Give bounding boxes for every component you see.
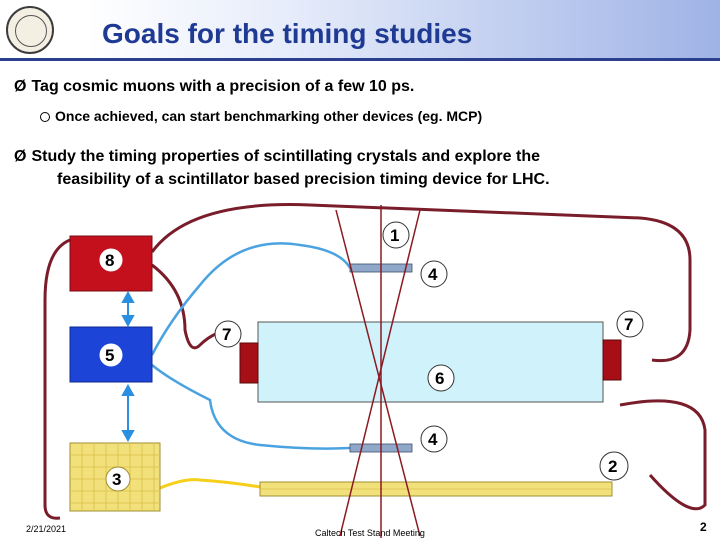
- label-bg-3: [105, 466, 131, 492]
- pmt-left: [239, 342, 259, 384]
- sub-bullet-1-text: Once achieved, can start benchmarking ot…: [55, 108, 483, 124]
- header-rule: [0, 58, 720, 61]
- slide-title: Goals for the timing studies: [102, 18, 473, 49]
- label-7-right: 7: [624, 315, 633, 334]
- label-6: 6: [435, 369, 444, 388]
- label-bg-5: [98, 342, 124, 368]
- label-bg-8: [98, 247, 124, 273]
- blue-cable-bottom: [151, 364, 351, 450]
- sub-bullet-1: Once achieved, can start benchmarking ot…: [40, 108, 482, 124]
- label-4-upper: 4: [428, 265, 438, 284]
- cable-left-loop: [43, 238, 71, 520]
- bullet-2-cont: feasibility of a scintillator based prec…: [57, 171, 550, 189]
- label-5: 5: [105, 346, 114, 365]
- label-4-lower: 4: [428, 430, 438, 449]
- bullet-2-line-2: feasibility of a scintillator based prec…: [57, 171, 550, 188]
- label-1: 1: [390, 226, 399, 245]
- muon-tracks: [335, 205, 421, 538]
- sub-bullet-circle-icon: [40, 112, 50, 122]
- bullet-arrow-icon: Ø: [14, 78, 27, 95]
- label-bg-6: [427, 364, 455, 392]
- label-2: 2: [608, 457, 617, 476]
- label-bg-4-lower: [420, 425, 448, 453]
- yellow-cable: [159, 478, 261, 490]
- label-bg-7-right: [616, 310, 644, 338]
- footer-date: 2/21/2021: [26, 524, 67, 534]
- bullet-1-text: Tag cosmic muons with a precision of a f…: [31, 78, 415, 95]
- slide-header: [0, 0, 720, 60]
- crystal-bar: [257, 321, 604, 403]
- footer-meeting-title: Caltech Test Stand Meeting: [315, 528, 425, 538]
- cable-right-loop: [619, 399, 707, 511]
- cable-box8-to-right: [150, 203, 692, 363]
- blue-cable-top: [150, 242, 352, 356]
- blue-cables: [150, 242, 352, 450]
- bullet-2-line-1: Study the timing properties of scintilla…: [31, 148, 540, 165]
- page-number: 2: [700, 520, 707, 534]
- bullet-arrow-icon: Ø: [14, 148, 27, 165]
- label-bg-4-upper: [420, 260, 448, 288]
- label-bg-1: [382, 221, 410, 249]
- seal-inner-ring: [15, 15, 47, 47]
- label-bg-7-left: [214, 320, 242, 348]
- label-3: 3: [112, 470, 121, 489]
- label-bg-2: [599, 451, 629, 481]
- pmt-right: [602, 339, 622, 381]
- label-7-left: 7: [222, 325, 231, 344]
- diagram-labels: 8 5 3 1 4 7 7 6 4 2: [98, 221, 644, 492]
- caltech-seal-icon: [6, 6, 54, 54]
- double-arrow-icon: [121, 290, 135, 443]
- label-8: 8: [105, 251, 114, 270]
